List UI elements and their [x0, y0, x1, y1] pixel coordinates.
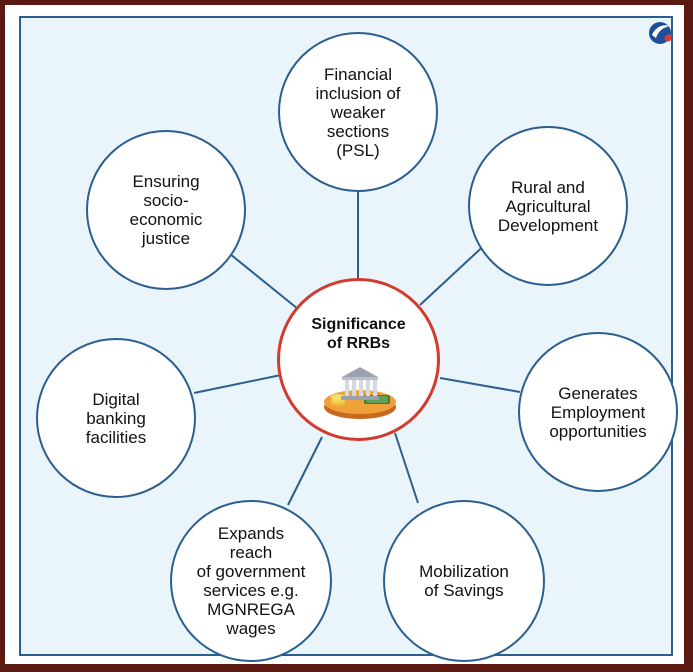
node-employment: Generates Employment opportunities	[518, 332, 678, 492]
connector-govt-services	[287, 436, 323, 506]
node-label: Rural and Agricultural Development	[497, 177, 599, 235]
node-digital-banking: Digital banking facilities	[36, 338, 196, 498]
connector-savings	[394, 432, 419, 504]
brand-logo-icon	[649, 22, 672, 44]
node-govt-services: Expands reach of government services e.g…	[170, 500, 332, 662]
center-title: Significance of RRBs	[311, 316, 406, 352]
bank-building-icon	[324, 367, 396, 419]
node-label: Expands reach of government services e.g…	[196, 524, 306, 638]
node-label: Digital banking facilities	[85, 389, 147, 447]
center-node: Significance of RRBs	[277, 278, 440, 441]
node-savings: Mobilization of Savings	[383, 500, 545, 662]
connector-socio-economic	[229, 253, 299, 310]
node-label: Financial inclusion of weaker sections (…	[315, 64, 401, 160]
node-label: Mobilization of Savings	[419, 562, 509, 600]
node-financial-inclusion: Financial inclusion of weaker sections (…	[278, 32, 438, 192]
connector-employment	[439, 377, 521, 393]
node-rural-agri: Rural and Agricultural Development	[468, 126, 628, 286]
node-socio-economic: Ensuring socio- economic justice	[86, 130, 246, 290]
node-label: Generates Employment opportunities	[549, 383, 647, 441]
connector-rural-agri	[419, 239, 491, 306]
node-label: Ensuring socio- economic justice	[129, 172, 203, 248]
connector-digital-banking	[193, 374, 282, 394]
